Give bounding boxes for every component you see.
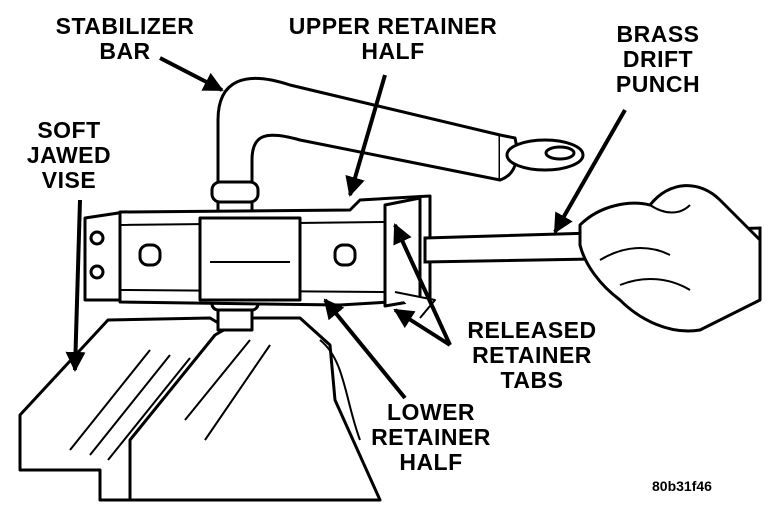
retainer-assembly [83, 194, 436, 319]
label-line: HALF [361, 38, 425, 64]
arrow-upper-retainer [345, 74, 387, 197]
label-line: RELEASED [467, 317, 597, 343]
label-line: RETAINER [472, 342, 592, 368]
arrow-tab-lower [393, 308, 452, 347]
arrow-vise [65, 199, 86, 372]
label-line: RETAINER [371, 424, 491, 450]
hand [578, 184, 762, 333]
label-line: HALF [399, 449, 463, 475]
label-lower-retainer-half: LOWER RETAINER HALF [356, 400, 506, 475]
label-line: BAR [99, 38, 151, 64]
label-line: SOFT [37, 117, 101, 143]
label-line: JAWED [26, 142, 112, 168]
leader-arrows [65, 56, 627, 400]
label-line: UPPER RETAINER [288, 13, 498, 39]
label-line: LOWER [386, 399, 476, 425]
label-line: BRASS [616, 21, 700, 47]
label-line: STABILIZER [55, 13, 195, 39]
label-released-retainer-tabs: RELEASED RETAINER TABS [452, 318, 612, 393]
arrow-lower-retainer [323, 298, 407, 400]
label-upper-retainer-half: UPPER RETAINER HALF [268, 14, 518, 64]
arrow-tab-upper [393, 223, 452, 346]
label-line: VISE [41, 167, 97, 193]
label-stabilizer-bar: STABILIZER BAR [40, 14, 210, 64]
figure-id: 80b31f46 [652, 478, 712, 494]
label-line: PUNCH [615, 71, 701, 97]
label-line: DRIFT [622, 46, 694, 72]
arrow-drift-punch [553, 109, 627, 234]
label-brass-drift-punch: BRASS DRIFT PUNCH [598, 22, 718, 97]
label-soft-jawed-vise: SOFT JAWED VISE [14, 118, 124, 193]
label-line: TABS [500, 367, 564, 393]
arrow-stabilizer-bar [159, 56, 224, 92]
